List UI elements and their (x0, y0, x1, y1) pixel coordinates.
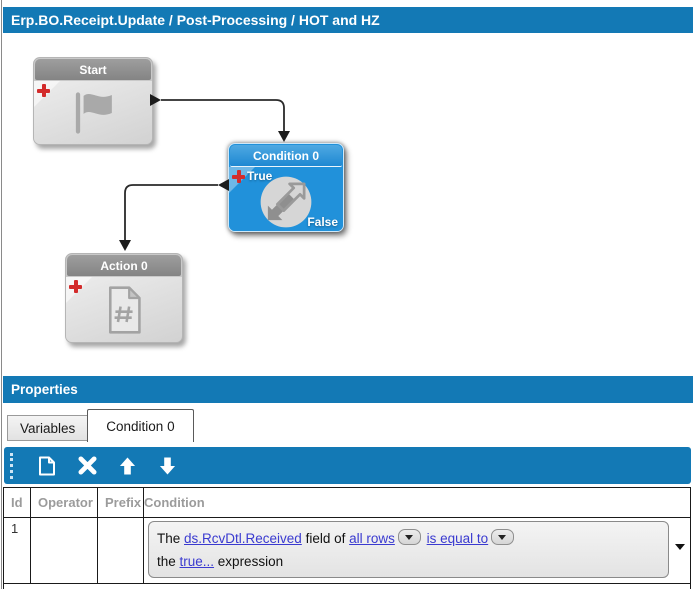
row-operator-cell[interactable] (31, 518, 98, 584)
properties-panel-header: Properties (3, 376, 693, 403)
fold-corner (229, 167, 255, 193)
conditions-grid: Id Operator Prefix Condition 1 The ds.Rc… (3, 487, 691, 589)
operator-dropdown-icon[interactable] (491, 529, 515, 545)
delete-row-button[interactable] (67, 450, 107, 482)
column-header-id[interactable]: Id (4, 488, 31, 518)
value-link[interactable]: true... (179, 554, 215, 569)
new-row-button[interactable] (27, 450, 67, 482)
true-branch-label: True (247, 169, 273, 183)
column-header-prefix[interactable]: Prefix (98, 488, 144, 518)
workflow-canvas[interactable]: Start Condition 0 True False (3, 33, 693, 376)
tab-condition-0[interactable]: Condition 0 (87, 409, 194, 442)
action-node-label: Action 0 (100, 258, 148, 273)
add-plus-icon[interactable] (232, 170, 245, 183)
down-arrow-icon (159, 457, 175, 474)
grid-toolbar (4, 447, 691, 484)
condition-cell-dropdown-icon[interactable] (675, 544, 685, 550)
condition-text: the (157, 554, 180, 569)
flag-icon (75, 91, 112, 134)
condition-row-1[interactable]: 1 The ds.RcvDtl.Received field of all ro… (4, 518, 690, 584)
properties-tabstrip: Variables Condition 0 (3, 403, 693, 447)
new-document-icon (39, 456, 55, 475)
condition-sentence-editor[interactable]: The ds.RcvDtl.Received field of all rows… (148, 521, 669, 578)
decision-arrows-icon (260, 176, 312, 227)
add-plus-icon[interactable] (37, 84, 50, 97)
condition-node[interactable]: Condition 0 True False (228, 143, 344, 232)
start-node[interactable]: Start (33, 57, 153, 145)
start-node-label: Start (79, 62, 107, 77)
start-node-body (34, 81, 152, 144)
toolbar-grip-handle[interactable] (10, 452, 17, 479)
delete-x-icon (77, 456, 97, 475)
action-node-body (66, 277, 182, 342)
rows-scope-dropdown-icon[interactable] (397, 529, 421, 545)
properties-title: Properties (11, 382, 78, 397)
row-id-cell: 1 (4, 518, 31, 584)
condition-text: expression (214, 554, 284, 569)
fold-corner (66, 277, 92, 303)
column-header-condition[interactable]: Condition (144, 488, 690, 518)
field-link[interactable]: ds.RcvDtl.Received (184, 531, 302, 546)
tab-variables[interactable]: Variables (7, 415, 89, 441)
move-up-button[interactable] (107, 450, 147, 482)
move-down-button[interactable] (147, 450, 187, 482)
grid-header-row: Id Operator Prefix Condition (4, 488, 690, 518)
operator-link[interactable]: is equal to (426, 531, 489, 546)
workflow-breadcrumb: Erp.BO.Receipt.Update / Post-Processing … (11, 12, 380, 28)
false-branch-label: False (307, 215, 338, 229)
condition-line-1: The ds.RcvDtl.Received field of all rows… (157, 527, 660, 550)
rows-scope-link[interactable]: all rows (349, 531, 395, 546)
connector-condition-true-to-action (119, 179, 229, 251)
fold-corner (34, 81, 60, 107)
condition-node-body: True False (229, 167, 343, 231)
action-node-header: Action 0 (67, 255, 181, 276)
up-arrow-icon (119, 457, 135, 474)
column-header-operator[interactable]: Operator (31, 488, 98, 518)
document-hash-icon (108, 285, 141, 334)
condition-text: field of (301, 531, 350, 546)
row-prefix-cell[interactable] (98, 518, 144, 584)
condition-line-2: the true... expression (157, 550, 660, 573)
row-condition-cell: The ds.RcvDtl.Received field of all rows… (144, 518, 690, 584)
start-node-header: Start (35, 59, 151, 80)
condition-text: The (157, 531, 185, 546)
workflow-title-bar: Erp.BO.Receipt.Update / Post-Processing … (3, 7, 693, 33)
connector-start-to-condition (150, 94, 290, 142)
window-left-edge (1, 0, 2, 589)
action-node[interactable]: Action 0 (65, 253, 183, 343)
condition-node-header: Condition 0 (230, 145, 342, 167)
condition-node-label: Condition 0 (253, 148, 319, 163)
add-plus-icon[interactable] (69, 280, 82, 293)
